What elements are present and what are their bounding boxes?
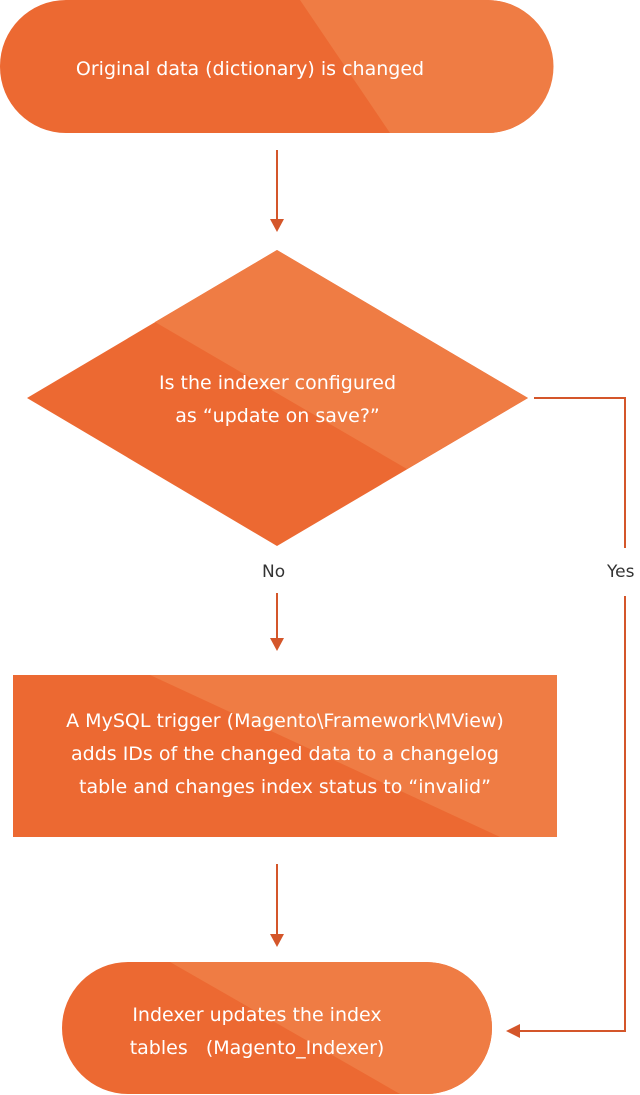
start-node	[0, 0, 554, 133]
end-text-line1: Indexer updates the index	[132, 1004, 382, 1026]
process-node	[13, 675, 557, 837]
decision-text-line1: Is the indexer configured	[158, 372, 397, 394]
process-text-line3: table and changes index status to “inval…	[79, 776, 491, 798]
process-text-line2: adds IDs of the changed data to a change…	[71, 743, 499, 765]
no-label: No	[262, 562, 286, 582]
yes-connector	[506, 397, 626, 1038]
decision-text-line2: as “update on save?”	[175, 405, 380, 427]
decision-node	[27, 250, 528, 546]
process-text-line1: A MySQL trigger (Magento\Framework\MView…	[66, 710, 504, 732]
arrow-start-to-decision	[270, 150, 284, 232]
yes-label: Yes	[607, 562, 635, 582]
arrow-process-to-end	[270, 864, 284, 947]
end-text-line2: tables (Magento_Indexer)	[129, 1037, 385, 1059]
arrow-decision-to-process	[270, 593, 284, 651]
start-node-text: Original data (dictionary) is changed	[75, 58, 425, 80]
end-node	[62, 962, 492, 1094]
